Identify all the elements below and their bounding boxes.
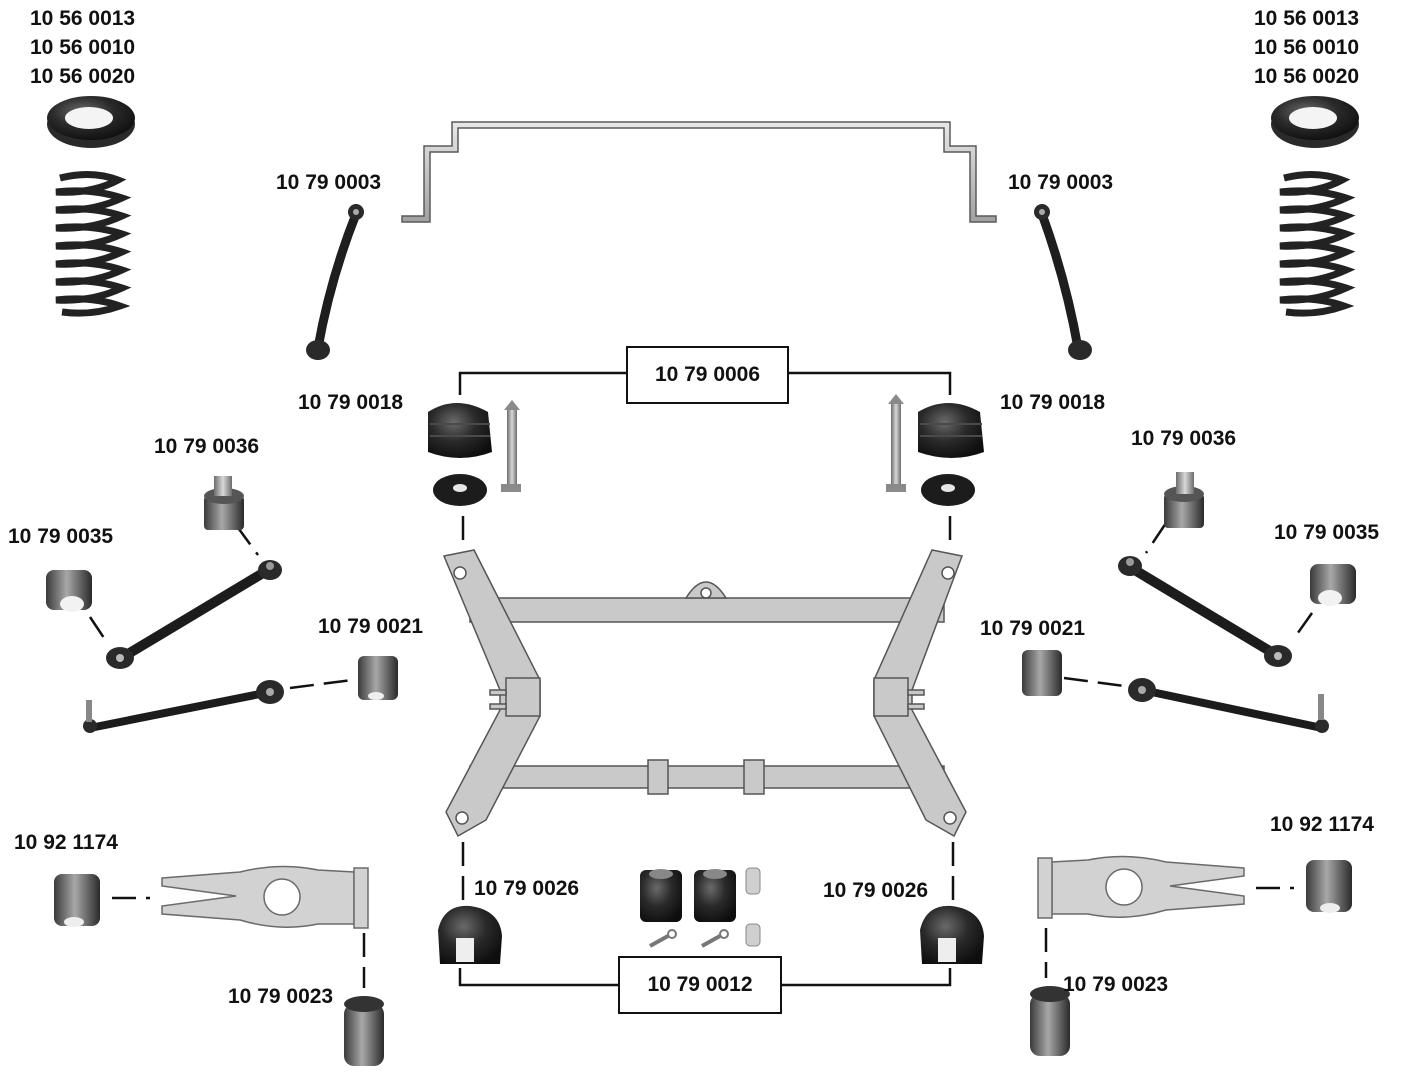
spring-seat-right-icon (1271, 96, 1359, 148)
bush-0035-left-label: 10 79 0035 (8, 522, 113, 551)
subframe-mount-right-icon (886, 394, 984, 506)
bush-0036-right-icon (1164, 472, 1204, 528)
spring-parts-left-label: 10 56 0013 10 56 0010 10 56 0020 (30, 4, 135, 91)
bush-0021-left-label: 10 79 0021 (318, 612, 423, 641)
subframe-crossmember (444, 550, 966, 836)
stabilizer-link-right-icon (1034, 204, 1092, 360)
wishbone-left-icon (162, 866, 368, 928)
stabilizer-link-left-icon (306, 204, 364, 360)
mount-right-label: 10 79 0018 (1000, 388, 1105, 417)
mount-group-top-label: 10 79 0006 (626, 346, 789, 404)
bush-0036-right-label: 10 79 0036 (1131, 424, 1236, 453)
bush-1174-right-icon (1306, 860, 1352, 913)
coil-spring-left-icon (56, 174, 122, 313)
part-number: 10 56 0010 (1254, 33, 1359, 62)
link-right-label: 10 79 0003 (1008, 168, 1113, 197)
bush-0036-left-icon (204, 476, 244, 530)
part-number: 10 56 0020 (30, 62, 135, 91)
rear-mount-left-icon (438, 906, 502, 964)
spring-parts-right-label: 10 56 0013 10 56 0010 10 56 0020 (1254, 4, 1359, 91)
spring-seat-left-icon (47, 96, 135, 148)
bush-0023-left-icon (344, 996, 384, 1066)
mount-group-bottom-label: 10 79 0012 (618, 956, 782, 1014)
link-left-label: 10 79 0003 (276, 168, 381, 197)
part-number: 10 56 0013 (1254, 4, 1359, 33)
stabilizer-bar (402, 122, 996, 222)
bush-1174-right-label: 10 92 1174 (1270, 810, 1374, 839)
bush-1174-left-icon (54, 874, 100, 927)
control-arm-left-icon (106, 560, 282, 669)
bush-0021-right-label: 10 79 0021 (980, 614, 1085, 643)
track-rod-left-icon (83, 680, 284, 733)
bush-0023-right-label: 10 79 0023 (1063, 970, 1168, 999)
bush-0021-right-icon (1022, 650, 1062, 696)
rear-mount-left-label: 10 79 0026 (474, 874, 579, 903)
bush-0036-left-label: 10 79 0036 (154, 432, 259, 461)
track-rod-right-icon (1128, 678, 1329, 733)
rear-mount-right-icon (920, 906, 984, 964)
wishbone-right-icon (1038, 856, 1244, 918)
coil-spring-right-icon (1280, 174, 1346, 313)
part-number: 10 56 0020 (1254, 62, 1359, 91)
bush-0035-left-icon (46, 570, 92, 612)
bush-0021-left-icon (358, 656, 398, 700)
subframe-mount-left-icon (428, 400, 521, 506)
mount-kit-0012-icon (640, 868, 760, 946)
bush-0023-left-label: 10 79 0023 (228, 982, 333, 1011)
control-arm-right-icon (1118, 556, 1292, 667)
part-number: 10 56 0010 (30, 33, 135, 62)
part-number: 10 56 0013 (30, 4, 135, 33)
bush-0035-right-icon (1310, 564, 1356, 606)
rear-mount-right-label: 10 79 0026 (823, 876, 928, 905)
mount-left-label: 10 79 0018 (298, 388, 403, 417)
bush-1174-left-label: 10 92 1174 (14, 828, 118, 857)
bush-0035-right-label: 10 79 0035 (1274, 518, 1379, 547)
